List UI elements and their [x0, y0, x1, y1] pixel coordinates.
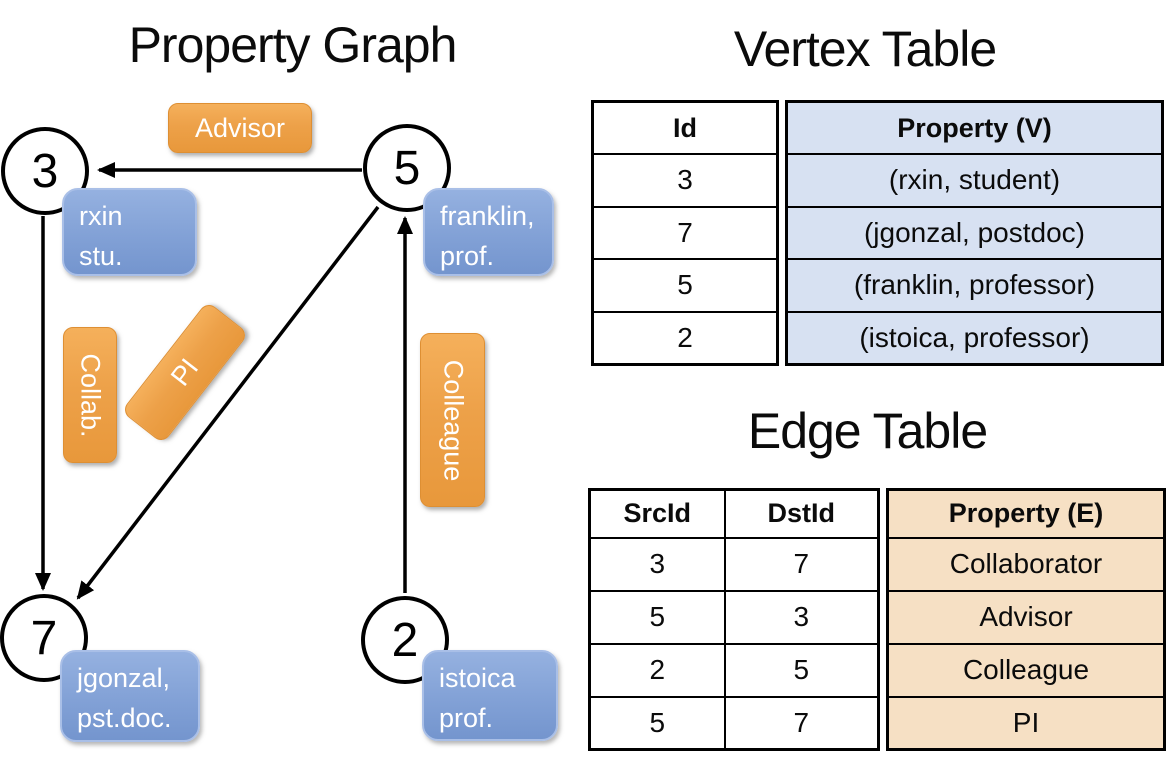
graph-node-5: 5	[363, 124, 451, 212]
graph-title: Property Graph	[128, 17, 458, 73]
vertex-table: Id 3 7 5 2 Property (V) (rxin, student) …	[591, 100, 1164, 366]
edge-dst-cell: 5	[723, 642, 880, 698]
node-property-box-2: istoica prof.	[422, 650, 558, 741]
vertex-property-cell: (franklin, professor)	[785, 258, 1164, 313]
edge-dst-cell: 7	[723, 695, 880, 751]
edge-header-property: Property (E)	[886, 488, 1166, 539]
edge-property-cell: PI	[886, 695, 1166, 751]
edge-label-advisor: Advisor	[168, 103, 312, 153]
vertex-id-column: Id 3 7 5 2	[591, 100, 779, 366]
vertex-id-cell: 5	[591, 258, 779, 313]
edge-src-cell: 2	[588, 642, 726, 698]
vertex-id-cell: 2	[591, 310, 779, 365]
edge-src-cell: 3	[588, 536, 726, 592]
edge-label-text: Advisor	[194, 112, 286, 143]
edge-table: SrcId DstId 3 7 5 3 2 5 5 7 Property (E)…	[588, 488, 1166, 751]
graph-node-2: 2	[361, 596, 449, 684]
vertex-property-cell: (rxin, student)	[785, 153, 1164, 208]
edge-src-cell: 5	[588, 589, 726, 645]
edge-label-collab: Collab.	[63, 327, 117, 463]
node-property-line: franklin,	[440, 201, 535, 231]
vertex-header-id: Id	[591, 100, 779, 155]
vertex-property-cell: (istoica, professor)	[785, 310, 1164, 365]
node-property-line: istoica	[439, 663, 516, 693]
edge-label-colleague: Colleague	[420, 333, 485, 507]
node-property-line: jgonzal,	[77, 663, 171, 693]
node-property-line: prof.	[440, 240, 495, 271]
vertex-id-cell: 3	[591, 153, 779, 208]
node-id-label: 5	[393, 141, 421, 195]
node-property-line: stu.	[79, 240, 123, 271]
edge-dst-cell: 7	[723, 536, 880, 592]
node-property-box-5: franklin, prof.	[423, 188, 554, 276]
node-property-box-3: rxin stu.	[62, 188, 197, 276]
edge-property-cell: Advisor	[886, 589, 1166, 645]
node-id-label: 7	[30, 611, 58, 665]
edge-src-cell: 5	[588, 695, 726, 751]
vertex-id-cell: 7	[591, 205, 779, 260]
edge-property-cell: Colleague	[886, 642, 1166, 698]
edge-label-text: PI	[164, 352, 205, 392]
node-property-line: pst.doc.	[77, 702, 172, 733]
edge-header-srcid: SrcId	[588, 488, 726, 539]
node-id-label: 2	[391, 613, 419, 667]
edge-header-dstid: DstId	[723, 488, 880, 539]
edge-5-7	[76, 205, 380, 600]
edge-arrows	[35, 162, 413, 600]
vertex-property-cell: (jgonzal, postdoc)	[785, 205, 1164, 260]
node-id-label: 3	[31, 144, 59, 198]
edge-property-column: Property (E) Collaborator Advisor Collea…	[886, 488, 1166, 751]
vertex-table-title: Vertex Table	[733, 21, 997, 77]
node-property-line: prof.	[439, 702, 494, 733]
edge-property-cell: Collaborator	[886, 536, 1166, 592]
node-property-line: rxin	[79, 201, 123, 231]
edge-label-text: Collab.	[75, 352, 106, 438]
edge-dst-cell: 3	[723, 589, 880, 645]
edge-src-dst-columns: SrcId DstId 3 7 5 3 2 5 5 7	[588, 488, 880, 751]
vertex-header-property: Property (V)	[785, 100, 1164, 155]
edge-label-text: Colleague	[438, 359, 468, 481]
node-property-box-7: jgonzal, pst.doc.	[60, 650, 200, 742]
edge-table-title: Edge Table	[747, 403, 988, 459]
vertex-property-column: Property (V) (rxin, student) (jgonzal, p…	[785, 100, 1164, 366]
